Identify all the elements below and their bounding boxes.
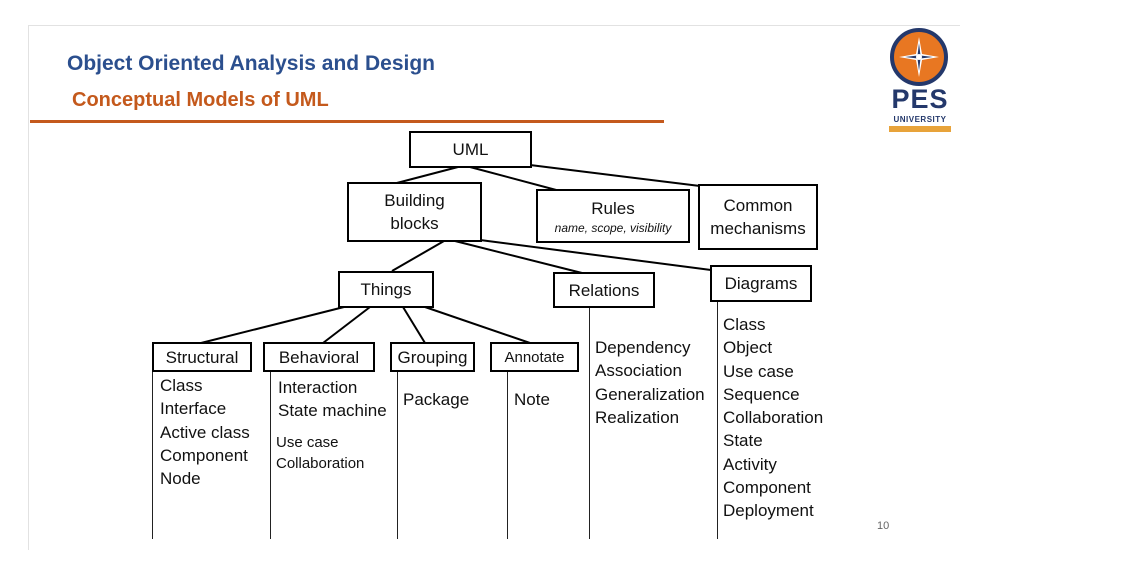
edge-uml-building-blocks xyxy=(392,166,459,185)
node-relations: Relations xyxy=(553,272,655,308)
node-diagrams: Diagrams xyxy=(710,265,812,302)
list-item: Note xyxy=(514,390,550,409)
list-item: Object xyxy=(723,338,773,358)
list-item: Active class xyxy=(160,422,250,442)
list-item: Component xyxy=(723,478,811,498)
list-item: Use case xyxy=(276,434,339,451)
logo-university: UNIVERSITY xyxy=(893,115,947,124)
node-building-blocks-label: Building blocks xyxy=(384,191,445,233)
node-rules: Rules name, scope, visibility xyxy=(536,189,690,243)
structural-items: Class Interface Active class Component N… xyxy=(160,374,250,490)
list-item: State machine xyxy=(278,401,387,421)
list-item: Interface xyxy=(160,399,227,419)
slide-subtitle: Conceptual Models of UML xyxy=(72,89,329,111)
edge-building-blocks-relations xyxy=(454,240,583,274)
node-things: Things xyxy=(338,271,434,308)
edge-things-annotate xyxy=(424,306,531,344)
diagrams-divider xyxy=(717,302,718,539)
node-behavioral: Behavioral xyxy=(263,342,375,372)
node-behavioral-label: Behavioral xyxy=(278,347,360,367)
node-rules-detail: name, scope, visibility xyxy=(554,220,672,235)
edge-uml-rules xyxy=(469,166,561,192)
edge-uml-common-mechanisms xyxy=(529,164,701,187)
edge-things-structural xyxy=(200,306,345,344)
page-number: 10 xyxy=(877,520,890,532)
annotate-items: Note xyxy=(514,388,550,411)
list-item: Activity xyxy=(723,454,777,474)
behavioral-extra-items: Use case Collaboration xyxy=(276,432,364,474)
node-structural: Structural xyxy=(152,342,252,372)
compass-star-icon xyxy=(899,37,939,77)
annotate-divider xyxy=(507,372,508,539)
node-things-label: Things xyxy=(360,280,412,299)
list-item: Generalization xyxy=(595,384,705,404)
node-diagrams-label: Diagrams xyxy=(724,274,798,293)
node-annotate-label: Annotate xyxy=(504,348,565,366)
node-rules-label: Rules xyxy=(591,198,635,218)
edge-things-grouping xyxy=(402,306,426,344)
behavioral-divider xyxy=(270,372,271,539)
node-building-blocks: Building blocks xyxy=(347,182,482,242)
list-item: Component xyxy=(160,445,248,465)
node-annotate: Annotate xyxy=(490,342,579,372)
list-item: Deployment xyxy=(723,501,814,521)
list-item: Node xyxy=(160,469,201,489)
node-uml-label: UML xyxy=(452,140,489,159)
relations-divider xyxy=(589,308,590,539)
edge-things-behavioral xyxy=(322,306,371,344)
pes-university-logo: PES UNIVERSITY xyxy=(884,28,956,138)
title-underline xyxy=(30,120,664,123)
slide-title: Object Oriented Analysis and Design xyxy=(67,52,435,75)
structural-divider xyxy=(152,372,153,539)
node-relations-label: Relations xyxy=(568,280,640,300)
node-grouping: Grouping xyxy=(390,342,475,372)
list-item: Collaboration xyxy=(723,408,824,428)
list-item: Sequence xyxy=(723,384,800,404)
diagrams-items: Class Object Use case Sequence Collabora… xyxy=(723,313,823,523)
list-item: Dependency xyxy=(595,338,691,357)
list-item: Use case xyxy=(723,361,794,381)
grouping-items: Package xyxy=(403,388,469,411)
grouping-divider xyxy=(397,372,398,539)
list-item: Interaction xyxy=(278,378,358,397)
list-item: State xyxy=(723,431,763,451)
behavioral-items: Interaction State machine xyxy=(278,376,387,423)
node-uml: UML xyxy=(409,131,532,168)
node-common-mechanisms: Common mechanisms xyxy=(698,184,818,250)
relations-items: Dependency Association Generalization Re… xyxy=(595,336,705,429)
node-common-mechanisms-label: Common mechanisms xyxy=(710,196,806,238)
logo-name: PES xyxy=(891,84,949,114)
logo-band xyxy=(889,126,951,132)
edge-building-blocks-things xyxy=(391,240,445,272)
list-item: Realization xyxy=(595,407,680,427)
list-item: Association xyxy=(595,361,682,381)
list-item: Package xyxy=(403,390,470,409)
list-item: Class xyxy=(160,376,203,395)
edge-building-blocks-diagrams xyxy=(479,239,712,271)
list-item: Collaboration xyxy=(276,455,365,472)
list-item: Class xyxy=(723,315,766,334)
node-grouping-label: Grouping xyxy=(397,347,468,367)
node-structural-label: Structural xyxy=(165,347,239,367)
